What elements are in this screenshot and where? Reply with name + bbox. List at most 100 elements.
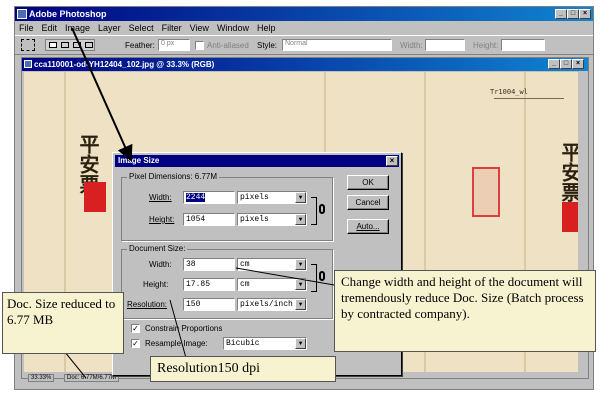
- style-select[interactable]: Normal: [282, 39, 392, 51]
- document-title-bar: cca110001-od-YH12404_102.jpg @ 33.3% (RG…: [22, 58, 588, 71]
- width-option-input[interactable]: [425, 39, 465, 51]
- doc-height-input[interactable]: 17.85: [183, 278, 235, 291]
- chevron-down-icon[interactable]: ▼: [295, 338, 306, 349]
- pixel-width-label: Width:: [149, 193, 172, 202]
- callout-change-size: Change width and height of the document …: [334, 270, 596, 352]
- chain-link-icon: [319, 271, 325, 281]
- red-stamp-mark: [472, 167, 500, 217]
- pixel-height-input[interactable]: 1054: [183, 213, 235, 226]
- doc-close-icon[interactable]: ×: [572, 59, 584, 69]
- selection-mode-buttons[interactable]: [45, 39, 95, 51]
- arrow-image-menu: [71, 27, 133, 162]
- width-option-label: Width:: [400, 41, 423, 50]
- document-size-group: [121, 249, 333, 319]
- doc-rule: [494, 98, 564, 99]
- doc-size-readout: Doc: 6.77M/6.77M: [64, 374, 120, 382]
- dialog-title-bar: Image Size ×: [115, 155, 399, 167]
- resolution-unit: pixels/inch: [240, 300, 293, 309]
- height-option-input[interactable]: [501, 39, 545, 51]
- menu-image[interactable]: Image: [65, 23, 91, 33]
- red-seal: [84, 182, 106, 212]
- new-selection-icon[interactable]: [49, 42, 57, 48]
- options-bar: Feather: 0 px Anti-aliased Style: Normal…: [15, 35, 593, 55]
- antialiased-checkbox[interactable]: [195, 41, 204, 50]
- constrain-proportions-label: Constrain Proportions: [145, 324, 223, 333]
- zoom-level[interactable]: 33.33%: [28, 374, 55, 382]
- menu-filter[interactable]: Filter: [161, 23, 182, 33]
- app-title: Adobe Photoshop: [29, 9, 107, 19]
- doc-height-label: Height:: [143, 280, 169, 289]
- menu-edit[interactable]: Edit: [41, 23, 58, 33]
- pixel-width-unit: pixels: [240, 193, 269, 202]
- resolution-input[interactable]: 150: [183, 298, 235, 311]
- menu-file[interactable]: File: [19, 23, 34, 33]
- minimize-icon[interactable]: _: [555, 9, 567, 19]
- menu-layer[interactable]: Layer: [98, 23, 121, 33]
- pixel-height-unit-select[interactable]: pixels ▼: [237, 213, 307, 226]
- resample-method-value: Bicubic: [226, 339, 260, 348]
- menu-help[interactable]: Help: [256, 23, 276, 33]
- dialog-close-icon[interactable]: ×: [386, 156, 398, 166]
- antialiased-label: Anti-aliased: [207, 41, 249, 50]
- document-size-label: Document Size:: [127, 244, 188, 253]
- resolution-unit-select[interactable]: pixels/inch▼: [237, 298, 307, 311]
- pixel-width-unit-select[interactable]: pixels ▼: [237, 191, 307, 204]
- pixel-width-input[interactable]: 2244: [183, 191, 235, 204]
- menu-select[interactable]: Select: [128, 23, 154, 33]
- document-icon: [24, 60, 32, 68]
- paper-fold: [64, 72, 66, 372]
- paper-fold: [424, 72, 426, 372]
- arrow-to-fields: [235, 267, 341, 287]
- paper-fold: [524, 72, 526, 372]
- chain-link-icon: [319, 204, 325, 214]
- document-title: cca110001-od-YH12404_102.jpg @ 33.3% (RG…: [34, 60, 215, 69]
- auto-button[interactable]: Auto...: [347, 219, 389, 234]
- callout-resolution: Resolution150 dpi: [150, 356, 336, 382]
- doc-width-unit: cm: [240, 260, 250, 269]
- maximize-icon[interactable]: □: [567, 9, 579, 19]
- red-seal-right: [562, 202, 578, 232]
- menu-view[interactable]: View: [189, 23, 209, 33]
- cancel-button[interactable]: Cancel: [347, 195, 389, 210]
- chevron-down-icon[interactable]: ▼: [295, 259, 306, 270]
- photoshop-app-icon: [17, 9, 27, 19]
- pixel-height-unit: pixels: [240, 215, 269, 224]
- pixel-width-value: 2244: [186, 193, 206, 202]
- close-icon[interactable]: ×: [579, 9, 591, 19]
- constrain-proportions-checkbox[interactable]: ✓: [131, 324, 140, 333]
- feather-label: Feather:: [125, 41, 155, 50]
- feather-input[interactable]: 0 px: [158, 39, 190, 51]
- chevron-down-icon[interactable]: ▼: [295, 299, 306, 310]
- pixel-dimensions-label: Pixel Dimensions: 6.77M: [127, 172, 220, 181]
- doc-width-unit-select[interactable]: cm ▼: [237, 258, 307, 271]
- pixel-link-bracket: [311, 197, 317, 225]
- doc-minimize-icon[interactable]: _: [548, 59, 560, 69]
- ok-button[interactable]: OK: [347, 175, 389, 190]
- chevron-down-icon[interactable]: ▼: [295, 192, 306, 203]
- intersect-selection-icon[interactable]: [85, 42, 93, 48]
- pixel-dimensions-group: [121, 177, 333, 241]
- chevron-down-icon[interactable]: ▼: [295, 214, 306, 225]
- doc-maximize-icon[interactable]: □: [560, 59, 572, 69]
- doc-width-input[interactable]: 38: [183, 258, 235, 271]
- doc-link-bracket: [311, 264, 317, 292]
- doc-top-label: Tr1004_wl: [490, 88, 528, 96]
- style-label: Style:: [257, 41, 278, 50]
- callout-doc-size: Doc. Size reduced to 6.77 MB: [2, 292, 124, 354]
- menu-window[interactable]: Window: [216, 23, 249, 33]
- height-option-label: Height:: [473, 41, 499, 50]
- doc-width-label: Width:: [149, 260, 172, 269]
- dialog-title: Image Size: [118, 156, 160, 165]
- app-title-bar: Adobe Photoshop _ □ ×: [15, 7, 593, 21]
- doc-large-characters-right: 平安票: [558, 142, 578, 202]
- add-selection-icon[interactable]: [61, 42, 69, 48]
- status-bar: 33.33% Doc: 6.77M/6.77M: [24, 374, 588, 382]
- resolution-label: Resolution:: [127, 300, 168, 309]
- doc-height-unit: cm: [240, 280, 250, 289]
- resample-image-checkbox[interactable]: ✓: [131, 339, 140, 348]
- resample-method-select[interactable]: Bicubic ▼: [223, 337, 307, 350]
- marquee-tool-icon[interactable]: [21, 39, 35, 51]
- pixel-height-label: Height:: [149, 215, 175, 224]
- resample-image-label: Resample Image:: [145, 339, 208, 348]
